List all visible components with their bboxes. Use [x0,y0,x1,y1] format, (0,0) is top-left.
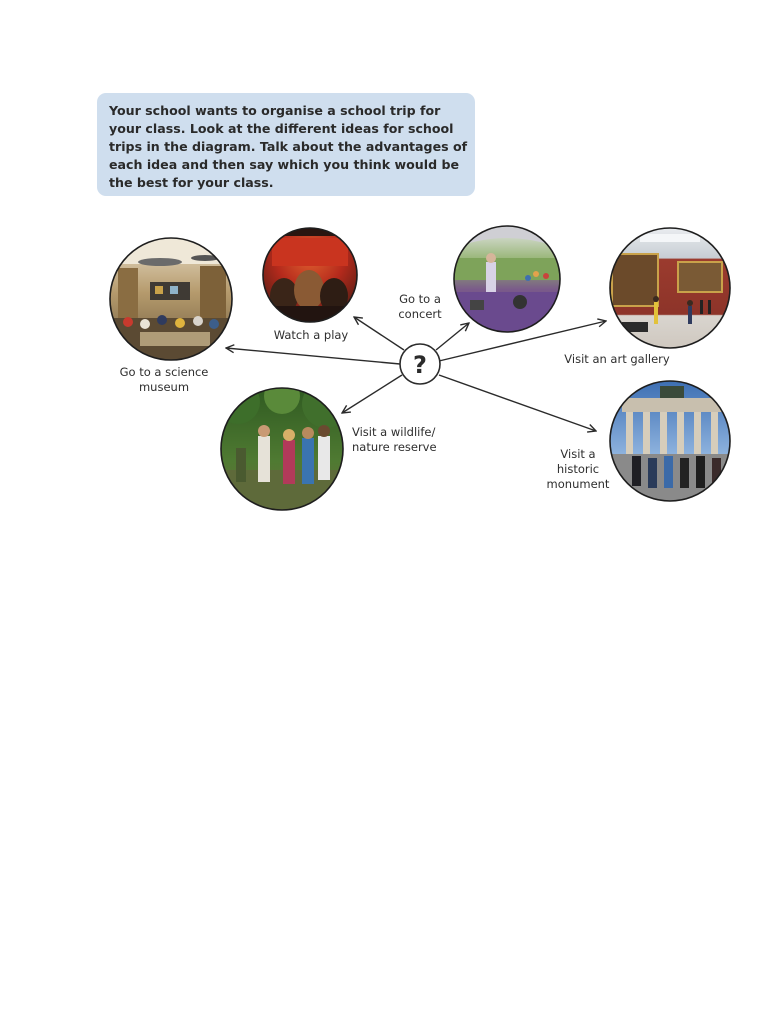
instruction-line: each idea and then say which you think w… [109,157,460,172]
instruction-box: Your school wants to organise a school t… [97,93,475,196]
historic-monument-photo [609,380,731,502]
label-art-gallery: Visit an art gallery [564,352,670,366]
question-mark-icon: ? [413,351,427,379]
instruction-line: Your school wants to organise a school t… [109,103,441,118]
theatre-play-photo [262,227,358,323]
label-play: Watch a play [273,328,349,342]
arrow-to-historic-monument [438,374,596,431]
arrow-to-play [354,317,405,351]
label-wildlife-reserve: Visit a wildlife/ nature reserve [352,425,437,454]
label-historic-monument: Visit a historic monument [546,447,610,491]
concert-photo [453,225,561,333]
diagram-arrows [226,317,606,431]
arrow-to-wildlife-reserve [342,374,403,413]
instruction-line: the best for your class. [109,175,274,190]
art-gallery-photo [609,227,731,349]
arrow-to-science-museum [226,348,401,365]
science-museum-photo [109,237,233,361]
instruction-line: your class. Look at the different ideas … [109,121,454,136]
arrow-to-concert [435,323,469,351]
center-hub: ? [399,343,441,385]
label-concert: Go to a concert [398,292,442,321]
arrow-to-art-gallery [438,321,606,362]
wildlife-reserve-photo [220,387,344,511]
label-science-museum: Go to a science museum [119,365,209,394]
instruction-line: trips in the diagram. Talk about the adv… [109,139,468,154]
